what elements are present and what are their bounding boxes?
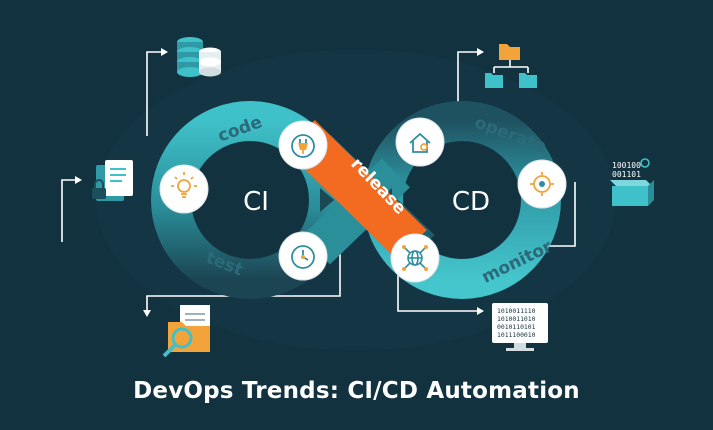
padlock-icon (92, 188, 106, 199)
binary-screen-line-4: 1011100010 (497, 331, 536, 339)
code-monitor-icon: 1010011110 1010011010 0010110101 1011100… (492, 303, 548, 351)
network-globe-icon (404, 247, 426, 269)
settings-gear-core-icon (539, 181, 545, 187)
gear-icon (420, 143, 428, 151)
binary-box-line-2: 001101 (612, 170, 641, 179)
connector-release-screen (397, 260, 478, 312)
cd-ring-inner (404, 142, 520, 258)
folder-hierarchy-icon (485, 44, 537, 88)
connector-code-database (146, 51, 162, 136)
node-test-timer (278, 231, 328, 281)
node-operate-house (395, 117, 445, 167)
arrowhead (477, 48, 484, 56)
cd-label: CD (452, 187, 490, 217)
timer-center-icon (301, 255, 305, 259)
arrowhead (161, 48, 168, 56)
binary-screen-line-3: 0010110101 (497, 323, 536, 331)
connector-operate-flow (457, 51, 478, 109)
connector-test-documents (61, 179, 76, 242)
plug-body-icon (298, 143, 308, 150)
connector-monitor-box (547, 182, 576, 247)
binary-screen-line-2: 1010011010 (497, 315, 536, 323)
band-notch-left (320, 188, 334, 212)
node-release-network (390, 233, 440, 283)
arrowhead (75, 176, 82, 184)
folder-search-icon (162, 305, 210, 358)
node-ci-idea (159, 164, 209, 214)
page-title: DevOps Trends: CI/CD Automation (133, 378, 580, 404)
ci-label: CI (243, 187, 269, 217)
lightbulb-icon (171, 172, 197, 198)
locked-documents-icon (92, 160, 133, 201)
settings-gear-icon (530, 172, 554, 196)
network-nodes-icon (402, 245, 428, 271)
arrowhead (143, 310, 151, 317)
node-cd-support (517, 159, 567, 209)
node-code-plug (278, 120, 328, 170)
binary-screen-line-1: 1010011110 (497, 307, 536, 315)
ci-ring-inner (192, 142, 308, 258)
database-icon (177, 37, 221, 77)
plug-icon (291, 134, 315, 158)
binary-box-line-1: 100100 (612, 161, 641, 170)
magnifier-icon (171, 327, 193, 349)
arrowhead (477, 307, 484, 315)
data-box-icon: 100100 001101 (610, 158, 654, 206)
